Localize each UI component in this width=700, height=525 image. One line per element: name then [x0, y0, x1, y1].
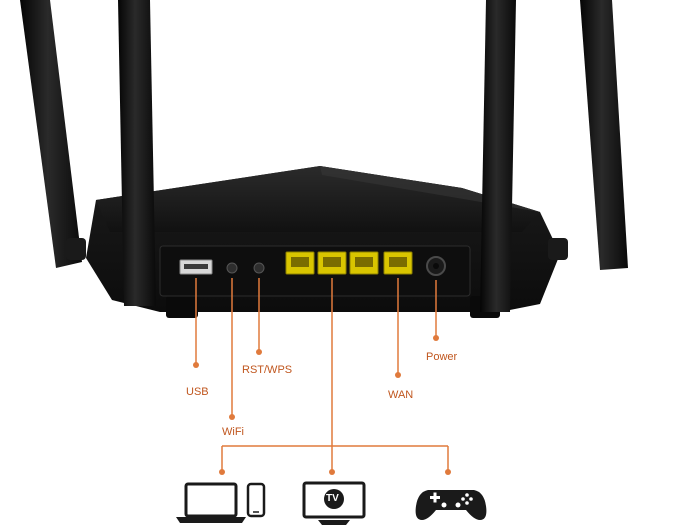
wifi-button — [226, 262, 238, 274]
rst-wps-label: RST/WPS — [242, 364, 293, 376]
antenna-hinge-right — [548, 238, 568, 260]
laptop-icon — [176, 482, 246, 523]
gamepad-icon — [415, 490, 487, 520]
antenna-hinge-left — [66, 238, 86, 260]
router-foot-left — [166, 296, 198, 318]
wan-port — [383, 251, 413, 275]
lan-port-1 — [349, 251, 379, 275]
callout-dots — [193, 335, 451, 475]
power-label: Power — [426, 351, 458, 363]
callout-lines — [195, 278, 449, 472]
tv-icon-label: TV — [326, 493, 339, 504]
usb-port — [179, 259, 213, 275]
smartphone-icon — [246, 482, 266, 518]
router-body — [66, 166, 568, 318]
antenna-left-outer — [20, 0, 82, 268]
power-jack — [426, 256, 446, 276]
lan-port-2 — [317, 251, 347, 275]
usb-label: USB — [186, 386, 209, 398]
antenna-right-outer — [580, 0, 628, 270]
tv-icon — [302, 481, 366, 525]
rst-wps-button — [253, 262, 265, 274]
antenna-right-inner — [480, 0, 516, 312]
wifi-label: WiFi — [222, 426, 244, 438]
lan-port-3 — [285, 251, 315, 275]
wan-label: WAN — [388, 389, 414, 401]
antenna-left-inner — [118, 0, 156, 306]
